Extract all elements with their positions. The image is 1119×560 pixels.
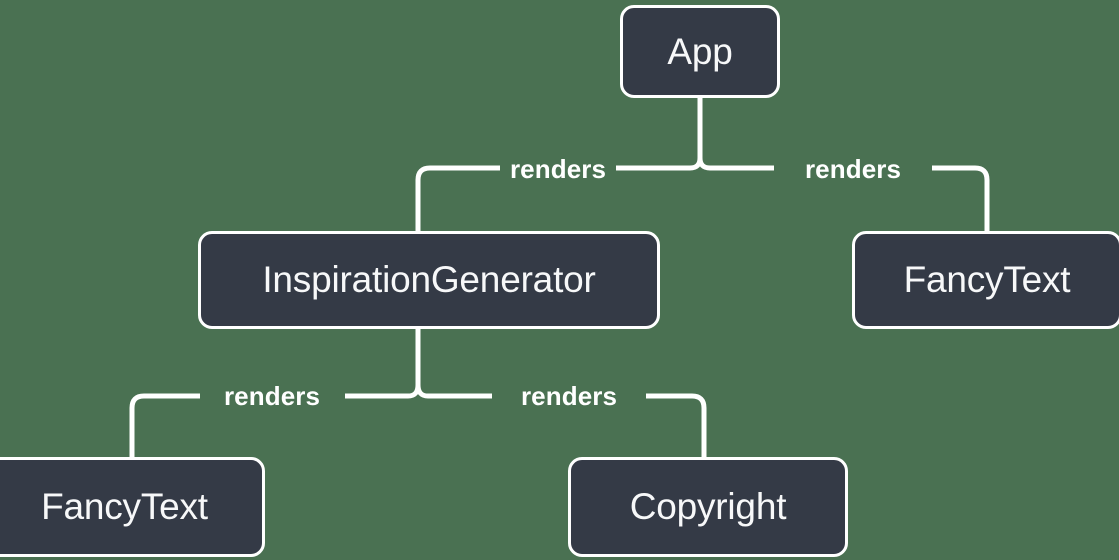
edge-app-junction-right-corner <box>697 157 711 171</box>
edge-app-inspiration-left-seg <box>415 165 500 231</box>
node-fancytext-bottom[interactable]: FancyText <box>0 457 265 557</box>
node-fancytext-bottom-label: FancyText <box>41 486 208 527</box>
node-fancytext-right-label: FancyText <box>903 259 1071 300</box>
edge-inspiration-copyright-right-seg <box>646 393 707 457</box>
edge-inspiration-junction-right-corner <box>415 384 429 399</box>
node-app-label: App <box>667 30 733 72</box>
node-inspiration-generator-label: InspirationGenerator <box>262 259 596 300</box>
node-copyright[interactable]: Copyright <box>568 457 848 557</box>
node-app[interactable]: App <box>620 5 780 98</box>
edge-label-app-fancytext: renders <box>804 154 902 184</box>
node-copyright-label: Copyright <box>629 486 787 527</box>
node-fancytext-right[interactable]: FancyText <box>852 231 1119 329</box>
edge-inspiration-fancytext-left-seg <box>129 393 200 457</box>
edge-label-inspiration-fancytext: renders <box>223 381 321 411</box>
node-inspiration-generator[interactable]: InspirationGenerator <box>198 231 660 329</box>
edge-label-app-inspiration: renders <box>509 154 607 184</box>
edge-app-fancytext-right-seg <box>932 165 990 231</box>
edge-label-inspiration-copyright: renders <box>520 381 618 411</box>
